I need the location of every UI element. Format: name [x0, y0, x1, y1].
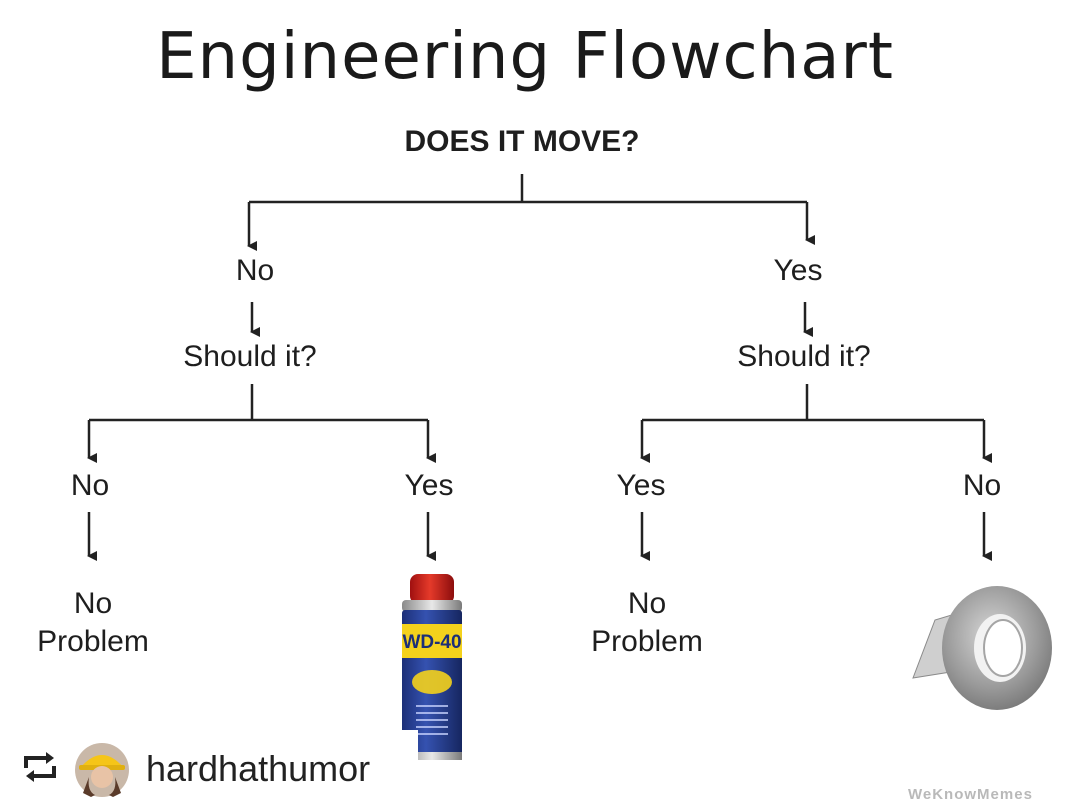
flowchart-title: Engineering Flowchart	[156, 20, 894, 94]
answer-left-no: No	[70, 469, 110, 502]
avatar-icon[interactable]	[75, 743, 129, 797]
result-line1: No	[627, 587, 667, 620]
repost-icon[interactable]	[20, 752, 60, 782]
repost-bar: hardhathumor	[0, 730, 418, 806]
answer-yes: Yes	[773, 254, 823, 287]
result-no-problem-left: No Problem	[13, 585, 173, 661]
answer-no: No	[235, 254, 275, 287]
question-should-it-left: Should it?	[183, 340, 317, 373]
username-handle[interactable]: hardhathumor	[146, 748, 371, 789]
answer-right-no: No	[962, 469, 1002, 502]
result-line2: Problem	[591, 625, 703, 658]
result-no-problem-right: No Problem	[567, 585, 727, 661]
question-should-it-right: Should it?	[737, 340, 871, 373]
result-line1: No	[73, 587, 113, 620]
result-line2: Problem	[37, 625, 149, 658]
root-question: DOES IT MOVE?	[404, 125, 640, 158]
watermark: WeKnowMemes	[908, 786, 1033, 803]
answer-left-yes: Yes	[404, 469, 454, 502]
answer-right-yes: Yes	[616, 469, 666, 502]
wd-40-can-icon: WD-40	[402, 574, 462, 760]
can-label-text: WD-40	[402, 632, 461, 653]
duct-tape-icon	[912, 586, 1052, 710]
